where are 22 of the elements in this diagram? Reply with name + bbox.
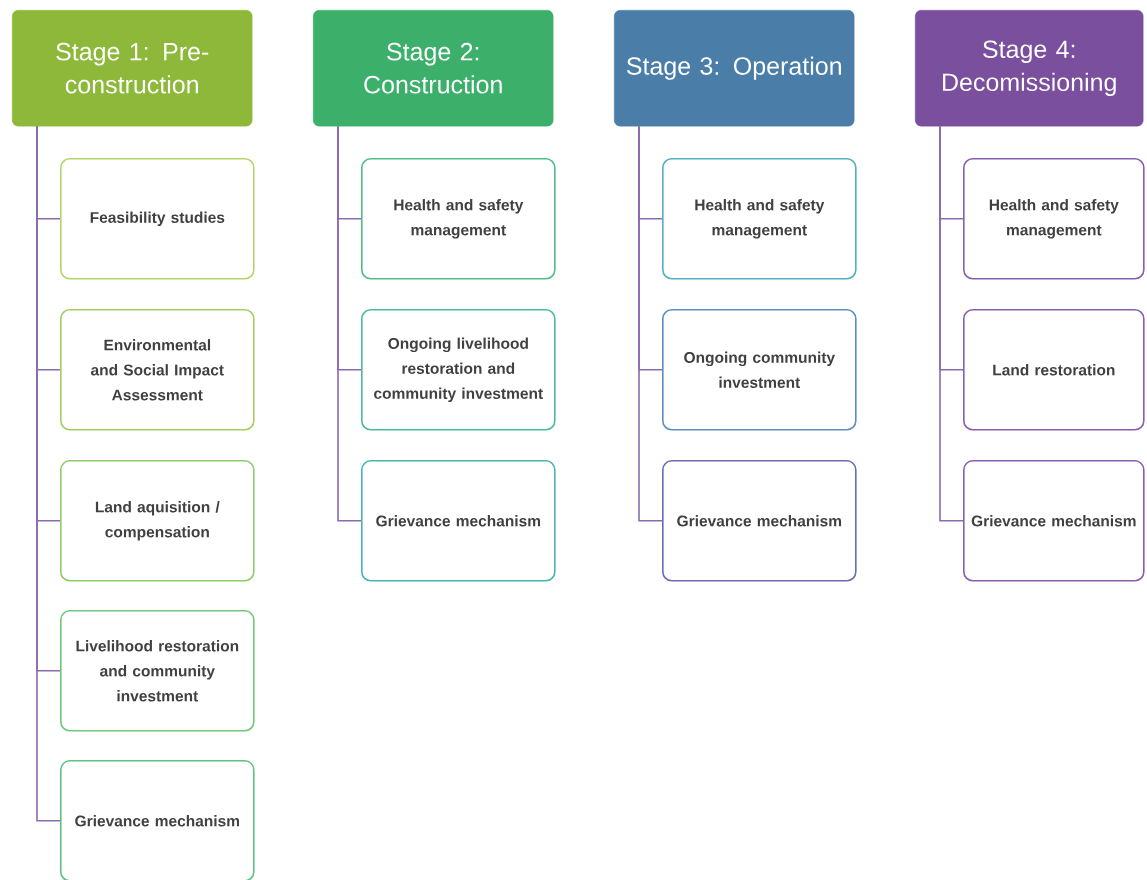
stage-header: Stage 4: Decomissioning <box>915 10 1144 127</box>
activity-box: Land aquisition / compensation <box>60 460 255 582</box>
activity-box: Land restoration <box>963 309 1145 431</box>
stage-header: Stage 1: Pre-construction <box>12 10 253 127</box>
activity-box: Health and safety management <box>361 158 556 280</box>
activity-box: Grievance mechanism <box>361 460 556 582</box>
connector-line <box>638 125 663 522</box>
connector-line <box>36 125 61 822</box>
activity-box: Grievance mechanism <box>662 460 857 582</box>
activity-box: Ongoing community investment <box>662 309 857 431</box>
activity-box: Livelihood restoration and community investment <box>60 610 255 732</box>
activity-box: Grievance mechanism <box>963 460 1145 582</box>
connector-line <box>337 125 362 522</box>
stage-header: Stage 3: Operation <box>614 10 855 127</box>
activity-box: Grievance mechanism <box>60 760 255 880</box>
connector-line <box>939 125 964 522</box>
activity-box: Feasibility studies <box>60 158 255 280</box>
stage-header: Stage 2: Construction <box>313 10 554 127</box>
activity-box: Environmental and Social Impact Assessment <box>60 309 255 431</box>
activity-box: Health and safety management <box>963 158 1145 280</box>
activity-box: Ongoing livelihood restoration and community investment <box>361 309 556 431</box>
activity-box: Health and safety management <box>662 158 857 280</box>
